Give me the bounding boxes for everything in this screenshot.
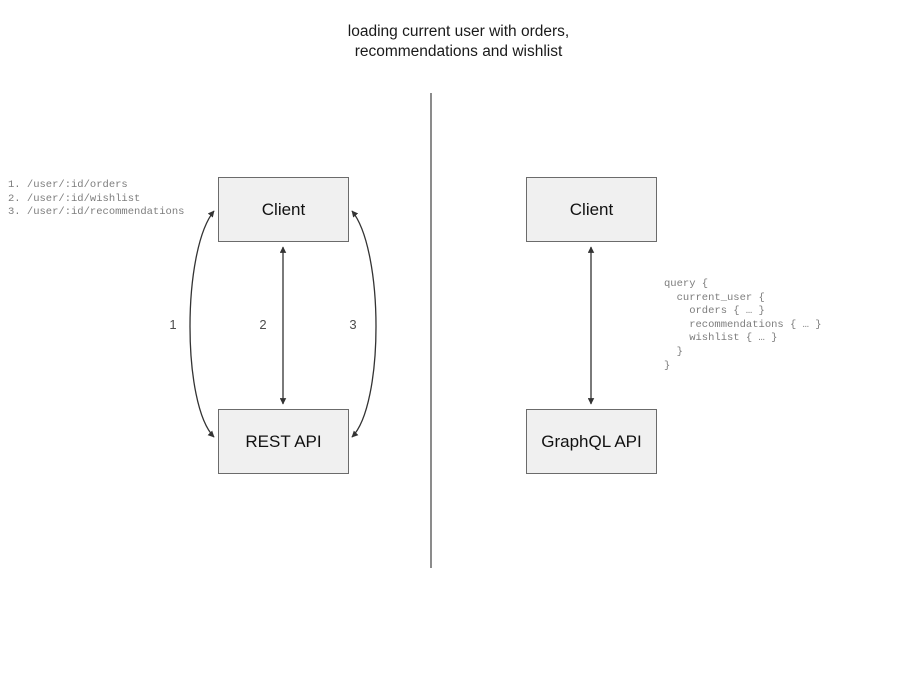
node-rest-api[interactable]: REST API <box>218 409 349 474</box>
graphql-query-snippet: query { current_user { orders { … } reco… <box>664 278 822 372</box>
page-title: loading current user with orders, recomm… <box>347 23 570 60</box>
rest-edge-label-1: 1 <box>169 317 177 332</box>
node-graphql-api[interactable]: GraphQL API <box>526 409 657 474</box>
node-graphql-client[interactable]: Client <box>526 177 657 242</box>
rest-edge-label-3: 3 <box>349 317 357 332</box>
rest-endpoint-list: 1. /user/:id/orders 2. /user/:id/wishlis… <box>8 179 185 219</box>
rest-edge-1 <box>189 210 215 438</box>
rest-edge-3 <box>351 210 377 438</box>
rest-edge-label-2: 2 <box>259 317 267 332</box>
node-rest-client[interactable]: Client <box>218 177 349 242</box>
